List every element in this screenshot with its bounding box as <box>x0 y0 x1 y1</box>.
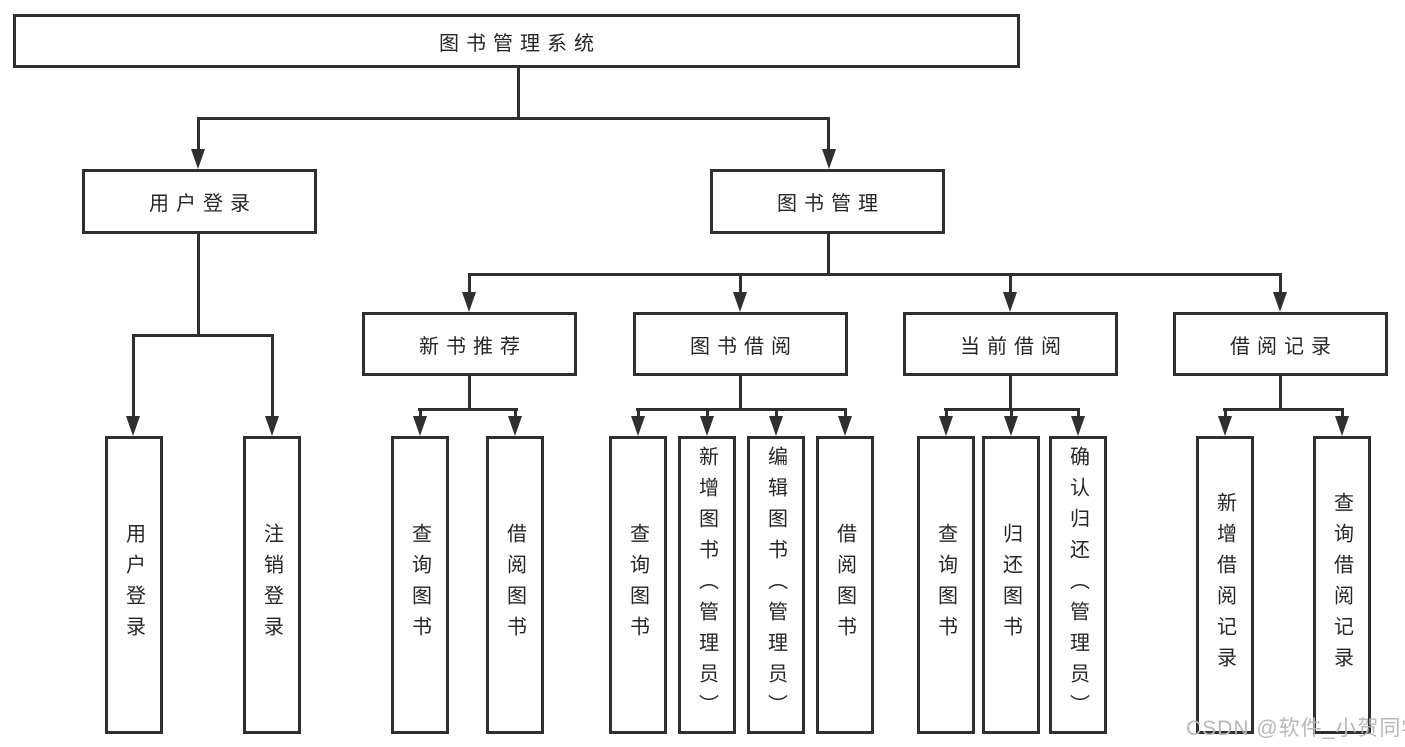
connector-to-leaf-logout <box>271 334 274 418</box>
leaf-br-add-record: 新增借阅记录 <box>1196 436 1254 734</box>
connector-borrowing-records-split <box>1223 408 1344 411</box>
leaf-br-query-record: 查询借阅记录 <box>1313 436 1371 734</box>
connector-book-management-stem <box>827 234 830 275</box>
leaf-bb-query-books: 查询图书 <box>609 436 667 734</box>
arrow-to-cb-query <box>939 416 953 436</box>
leaf-cb-query-books: 查询图书 <box>917 436 975 734</box>
leaf-cb-confirm-return-admin: 确认归还（管理员） <box>1049 436 1107 734</box>
node-borrowing-records: 借阅记录 <box>1173 312 1388 376</box>
connector-to-book-borrow <box>739 273 742 296</box>
leaf-cb-return-books-label: 归还图书 <box>999 523 1022 647</box>
arrow-to-current-borrow <box>1003 292 1017 312</box>
arrow-to-nb-borrow <box>508 416 522 436</box>
connector-new-book-split <box>418 408 518 411</box>
leaf-br-query-record-label: 查询借阅记录 <box>1330 492 1353 678</box>
connector-to-new-book <box>468 273 471 296</box>
connector-to-nb-query <box>419 408 422 420</box>
connector-to-borrow-record <box>1279 273 1282 296</box>
node-user-login: 用户登录 <box>82 169 317 234</box>
arrow-to-user-login <box>191 149 205 169</box>
node-book-borrowing: 图书借阅 <box>633 312 848 376</box>
leaf-nb-borrow-books: 借阅图书 <box>486 436 544 734</box>
leaf-bb-edit-books-admin-label: 编辑图书（管理员） <box>764 445 787 725</box>
node-root: 图书管理系统 <box>13 14 1020 68</box>
connector-root-stem <box>517 68 520 119</box>
connector-to-nb-borrow <box>514 408 517 420</box>
connector-new-book-stem <box>468 376 471 410</box>
csdn-watermark: CSDN @软件_小贺同学 <box>1186 717 1405 740</box>
connector-book-borrowing-split <box>636 408 847 411</box>
connector-to-br-query <box>1341 408 1344 420</box>
leaf-bb-borrow-books: 借阅图书 <box>816 436 874 734</box>
leaf-logout-label: 注销登录 <box>260 523 283 647</box>
leaf-nb-query-books: 查询图书 <box>391 436 449 734</box>
connector-book-management-split <box>468 273 1282 276</box>
connector-to-bb-add <box>706 408 709 420</box>
leaf-nb-query-books-label: 查询图书 <box>408 523 431 647</box>
connector-current-borrowing-stem <box>1009 376 1012 410</box>
node-root-label: 图书管理系统 <box>439 32 601 55</box>
leaf-cb-query-books-label: 查询图书 <box>934 523 957 647</box>
leaf-bb-query-books-label: 查询图书 <box>626 523 649 647</box>
node-book-management: 图书管理 <box>710 169 945 234</box>
connector-to-bb-borrow <box>844 408 847 420</box>
connector-to-bb-edit <box>775 408 778 420</box>
arrow-to-bb-add <box>700 416 714 436</box>
leaf-logout: 注销登录 <box>243 436 301 734</box>
connector-root-split <box>197 117 830 120</box>
connector-to-current-borrow <box>1009 273 1012 296</box>
node-borrowing-records-label: 借阅记录 <box>1230 335 1338 358</box>
arrow-to-borrow-record <box>1273 292 1287 312</box>
leaf-bb-edit-books-admin: 编辑图书（管理员） <box>747 436 805 734</box>
leaf-bb-add-books-admin-label: 新增图书（管理员） <box>695 445 718 725</box>
connector-to-book-management <box>827 117 830 152</box>
connector-to-cb-query <box>945 408 948 420</box>
connector-book-borrowing-stem <box>739 376 742 410</box>
arrow-to-cb-return <box>1004 416 1018 436</box>
arrow-to-br-query <box>1335 416 1349 436</box>
node-new-book-recommend: 新书推荐 <box>362 312 577 376</box>
connector-to-leaf-login <box>132 334 135 418</box>
arrow-to-leaf-logout <box>265 416 279 436</box>
leaf-user-login: 用户登录 <box>105 436 163 734</box>
leaf-bb-borrow-books-label: 借阅图书 <box>833 523 856 647</box>
arrow-to-bb-edit <box>769 416 783 436</box>
node-current-borrowing-label: 当前借阅 <box>960 335 1068 358</box>
connector-user-login-stem <box>197 234 200 336</box>
connector-borrowing-records-stem <box>1279 376 1282 410</box>
leaf-cb-confirm-return-admin-label: 确认归还（管理员） <box>1066 445 1089 725</box>
arrow-to-leaf-login <box>126 416 140 436</box>
connector-to-br-add <box>1224 408 1227 420</box>
arrow-to-bb-borrow <box>838 416 852 436</box>
connector-to-bb-query <box>637 408 640 420</box>
arrow-to-book-management <box>822 149 836 169</box>
node-new-book-recommend-label: 新书推荐 <box>419 335 527 358</box>
leaf-bb-add-books-admin: 新增图书（管理员） <box>678 436 736 734</box>
leaf-br-add-record-label: 新增借阅记录 <box>1213 492 1236 678</box>
arrow-to-nb-query <box>413 416 427 436</box>
connector-to-cb-confirm <box>1077 408 1080 420</box>
node-current-borrowing: 当前借阅 <box>903 312 1118 376</box>
arrow-to-bb-query <box>631 416 645 436</box>
connector-to-user-login <box>197 117 200 152</box>
connector-user-login-split <box>132 334 274 337</box>
leaf-cb-return-books: 归还图书 <box>982 436 1040 734</box>
arrow-to-book-borrow <box>733 292 747 312</box>
leaf-nb-borrow-books-label: 借阅图书 <box>503 523 526 647</box>
node-user-login-label: 用户登录 <box>149 193 257 215</box>
node-book-borrowing-label: 图书借阅 <box>690 335 798 358</box>
arrow-to-new-book <box>462 292 476 312</box>
leaf-user-login-label: 用户登录 <box>122 523 145 647</box>
connector-to-cb-return <box>1010 408 1013 420</box>
node-book-management-label: 图书管理 <box>777 193 885 215</box>
arrow-to-br-add <box>1218 416 1232 436</box>
arrow-to-cb-confirm <box>1071 416 1085 436</box>
